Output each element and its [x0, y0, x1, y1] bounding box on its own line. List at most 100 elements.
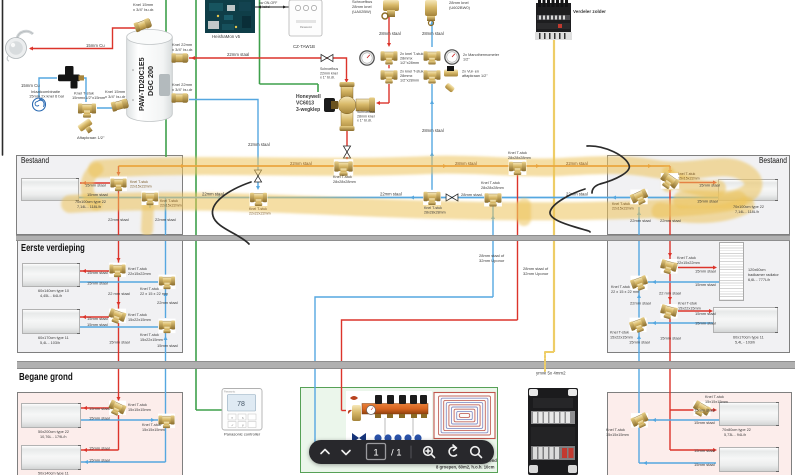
- svg-text:22 x 15 x 22 mm: 22 x 15 x 22 mm: [140, 292, 168, 296]
- svg-text:Knel T-stuk: Knel T-stuk: [128, 403, 147, 407]
- svg-text:7,14L - 118L/h: 7,14L - 118L/h: [77, 205, 101, 209]
- svg-text:60x170cm type 11: 60x170cm type 11: [733, 336, 764, 340]
- svg-text:70x80cm type 22: 70x80cm type 22: [722, 428, 751, 432]
- svg-text:Knel T-stuk: Knel T-stuk: [424, 206, 442, 210]
- svg-text:1/2"x28mm: 1/2"x28mm: [400, 61, 419, 65]
- svg-text:15x22x15mm: 15x22x15mm: [128, 318, 151, 322]
- svg-text:Inlaatcombinatie: Inlaatcombinatie: [31, 89, 61, 94]
- svg-text:Knel T-stuk: Knel T-stuk: [611, 285, 630, 289]
- svg-text:70x100cm type 22: 70x100cm type 22: [75, 200, 106, 204]
- svg-text:28x28x28mm: 28x28x28mm: [333, 180, 356, 184]
- svg-text:Panasonic: Panasonic: [224, 391, 236, 394]
- svg-text:15mm staal: 15mm staal: [87, 322, 108, 327]
- svg-text:Knel T-stuk: Knel T-stuk: [705, 395, 724, 399]
- svg-text:Knel 22mm: Knel 22mm: [172, 82, 193, 87]
- svg-text:15mm staal: 15mm staal: [695, 269, 716, 274]
- svg-text:Knel T-stuk: Knel T-stuk: [160, 199, 178, 203]
- svg-text:2x Manothermometer: 2x Manothermometer: [463, 53, 500, 57]
- svg-text:Knel T-stuk: Knel T-stuk: [508, 151, 527, 155]
- svg-text:Knel 15mm: Knel 15mm: [105, 89, 126, 94]
- svg-text:Schroefbus: Schroefbus: [352, 0, 372, 4]
- svg-text:x 3/4" bu.dr: x 3/4" bu.dr: [105, 94, 126, 99]
- svg-text:Knel T-stuk: Knel T-stuk: [142, 423, 161, 427]
- svg-text:22x15x22mm: 22x15x22mm: [612, 207, 634, 211]
- svg-text:15mm staal: 15mm staal: [87, 281, 108, 286]
- svg-text:Schroefbus: Schroefbus: [357, 110, 375, 114]
- svg-text:2x knel T-stuk: 2x knel T-stuk: [400, 52, 423, 56]
- svg-text:Knel 22mm: Knel 22mm: [172, 42, 193, 47]
- svg-text:(UA02BW): (UA02BW): [352, 9, 372, 14]
- svg-text:Schroefbus: Schroefbus: [320, 67, 338, 71]
- svg-text:32mm Uponor: 32mm Uponor: [523, 271, 549, 276]
- svg-text:∧: ∧: [242, 416, 245, 420]
- svg-text:PAW-TD20C1E5: PAW-TD20C1E5: [137, 57, 146, 111]
- svg-text:22mm staal: 22mm staal: [566, 161, 588, 166]
- svg-text:15x22x15mm: 15x22x15mm: [610, 335, 633, 339]
- svg-text:28x28x28mm: 28x28x28mm: [508, 156, 531, 160]
- svg-text:28x28x28mm: 28x28x28mm: [481, 186, 504, 190]
- svg-text:15mm staal: 15mm staal: [89, 416, 110, 421]
- svg-text:15x22x15mm: 15x22x15mm: [678, 306, 701, 310]
- svg-text:15mm staal: 15mm staal: [695, 321, 716, 326]
- svg-text:Knel T-stuk: Knel T-stuk: [128, 267, 147, 271]
- svg-text:15mm staal: 15mm staal: [694, 448, 715, 453]
- svg-text:15mm staal: 15mm staal: [699, 183, 720, 188]
- svg-text:28mmx: 28mmx: [400, 57, 413, 61]
- svg-text:Knel T-stuk: Knel T-stuk: [128, 313, 147, 317]
- svg-text:15mm staal: 15mm staal: [157, 343, 178, 348]
- svg-text:15mm staal: 15mm staal: [87, 316, 108, 321]
- svg-text:28mm knel: 28mm knel: [352, 4, 372, 9]
- svg-text:22mm staal: 22mm staal: [290, 161, 312, 166]
- svg-text:6,6L - 777L/h: 6,6L - 777L/h: [748, 278, 770, 282]
- svg-text:VC6013: VC6013: [296, 101, 314, 107]
- svg-text:28mm staal of: 28mm staal of: [479, 253, 505, 258]
- svg-text:22mm staal: 22mm staal: [155, 217, 176, 222]
- svg-text:x 1" bl.dr.: x 1" bl.dr.: [320, 76, 335, 80]
- svg-text:15mm staal: 15mm staal: [694, 420, 715, 425]
- svg-text:Knel 15mm: Knel 15mm: [133, 2, 154, 7]
- svg-text:x 3/4" bu.dr.: x 3/4" bu.dr.: [172, 47, 193, 52]
- svg-text:28x28x28mm: 28x28x28mm: [424, 211, 446, 215]
- svg-text:15mm staal: 15mm staal: [629, 340, 650, 345]
- svg-text:15mm Cu: 15mm Cu: [86, 43, 105, 48]
- svg-text:28mm knel: 28mm knel: [357, 114, 375, 118]
- svg-text:knel T-stuk: knel T-stuk: [678, 172, 696, 176]
- svg-text:Verdeler zolder: Verdeler zolder: [573, 9, 606, 14]
- svg-text:Knel T-stuk: Knel T-stuk: [678, 302, 697, 306]
- svg-text:15mm staal: 15mm staal: [660, 336, 681, 341]
- svg-text:10,76L - 179L/h: 10,76L - 179L/h: [40, 435, 66, 439]
- svg-text:Knel T-stuk: Knel T-stuk: [606, 428, 625, 432]
- svg-text:CZ-TAW1B: CZ-TAW1B: [293, 44, 315, 49]
- svg-text:1: 1: [373, 447, 378, 458]
- svg-text:Knel T-stuk: Knel T-stuk: [249, 207, 267, 211]
- svg-text:22x22x22mm: 22x22x22mm: [249, 212, 271, 216]
- svg-text:60x140cm type 10: 60x140cm type 10: [38, 289, 69, 293]
- svg-text:15mm Cu: 15mm Cu: [21, 83, 40, 88]
- svg-text:15x15x15mm: 15x15x15mm: [142, 428, 165, 432]
- svg-text:22mm staal: 22mm staal: [227, 52, 249, 57]
- svg-text:32mm Uponor: 32mm Uponor: [479, 258, 505, 263]
- svg-text:aftapkraan 1/2": aftapkraan 1/2": [462, 74, 488, 78]
- svg-text:15mm staal: 15mm staal: [87, 270, 108, 275]
- svg-text:5,4L - 103/h: 5,4L - 103/h: [735, 341, 755, 345]
- svg-text:15mm staal: 15mm staal: [89, 458, 110, 463]
- svg-text:Knel T-stuk: Knel T-stuk: [677, 256, 696, 260]
- svg-text:Aftapkraan 1/2": Aftapkraan 1/2": [77, 135, 105, 140]
- svg-text:≡: ≡: [231, 416, 233, 420]
- svg-text:22mm staal: 22mm staal: [202, 192, 224, 197]
- svg-text:Knel T-stuk: Knel T-stuk: [612, 202, 630, 206]
- svg-text:4,45L - 64L/h: 4,45L - 64L/h: [40, 294, 62, 298]
- svg-text:uw ON-OFF: uw ON-OFF: [259, 1, 277, 5]
- svg-text:50x200cm type 22: 50x200cm type 22: [38, 430, 69, 434]
- svg-text:15mm staal: 15mm staal: [89, 446, 110, 451]
- svg-text:22mm staal: 22mm staal: [380, 192, 402, 197]
- svg-text:Panasonic: Panasonic: [300, 25, 313, 29]
- svg-text:15mm staal: 15mm staal: [109, 340, 130, 345]
- svg-text:28mm knel: 28mm knel: [449, 0, 469, 5]
- svg-text:22mm staal: 22mm staal: [630, 218, 651, 223]
- svg-text:22x15x22mm: 22x15x22mm: [128, 272, 151, 276]
- svg-text:120x60cm: 120x60cm: [748, 268, 766, 272]
- svg-text:Knel T-stuk: Knel T-stuk: [140, 287, 159, 291]
- svg-text:HeishaMon v5: HeishaMon v5: [212, 34, 241, 39]
- svg-text:28mm staal of: 28mm staal of: [523, 266, 549, 271]
